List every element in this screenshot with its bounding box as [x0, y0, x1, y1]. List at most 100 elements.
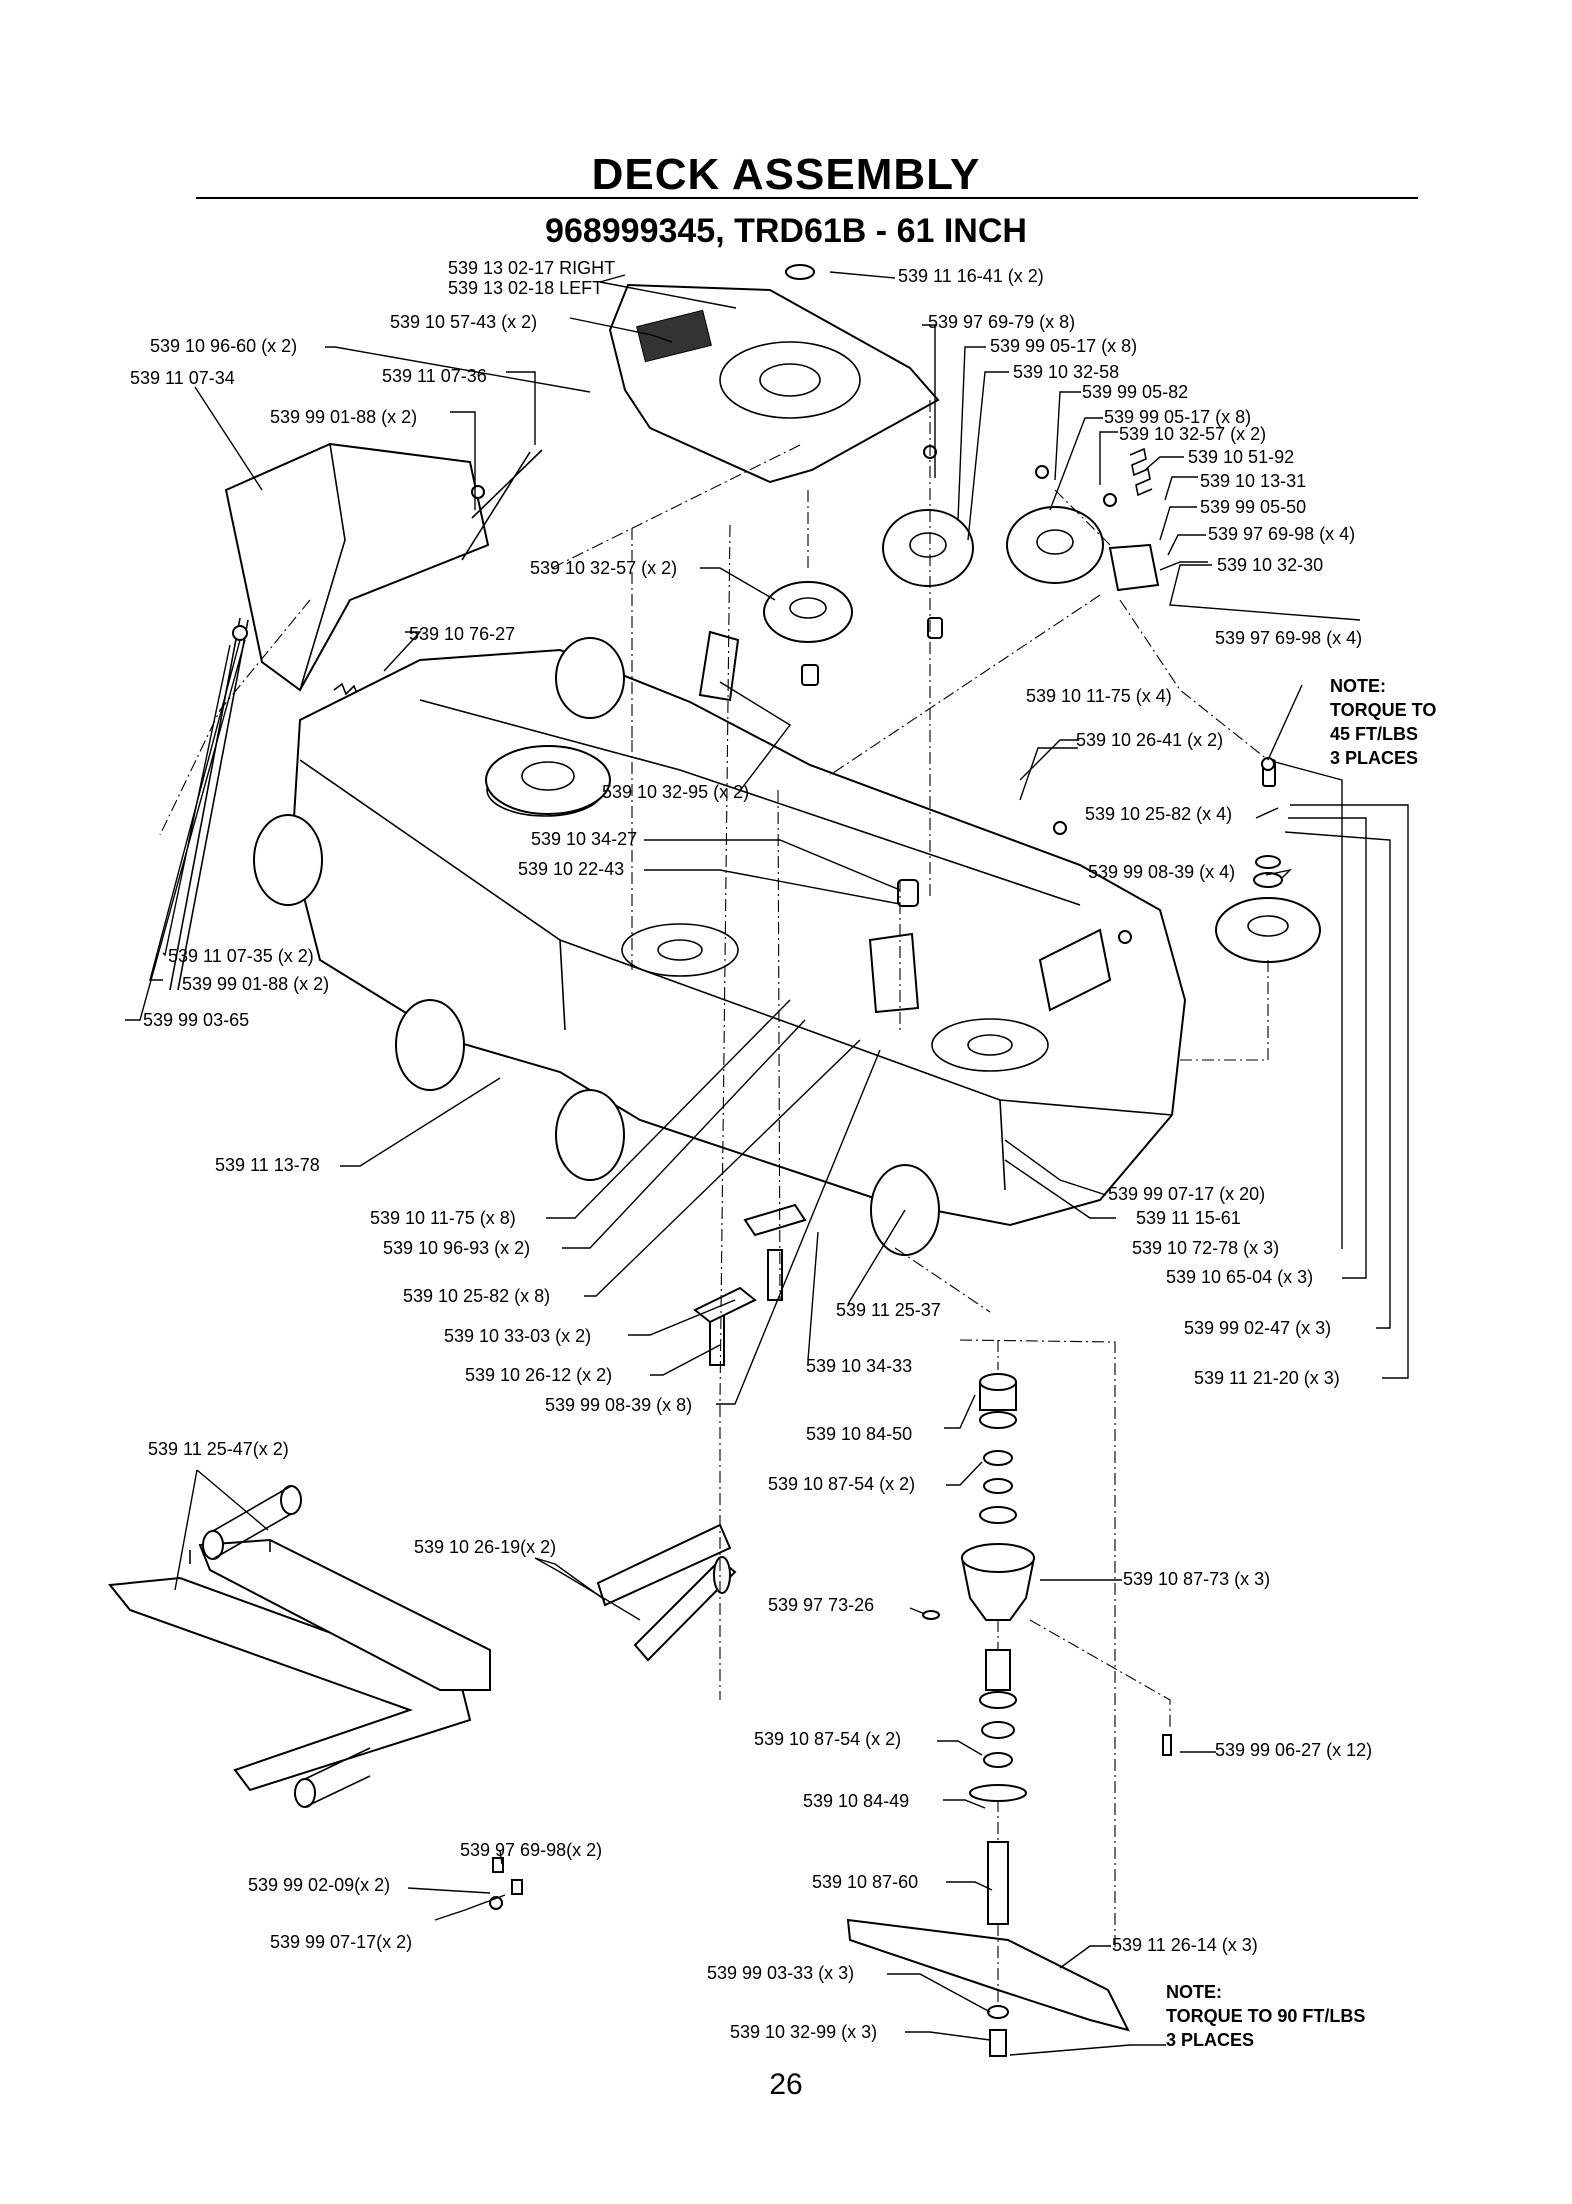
page-number: 26	[769, 2068, 803, 2101]
torque-note-lower: NOTE: TORQUE TO 90 FT/LBS 3 PLACES	[1166, 1982, 1365, 2050]
spindle-hole-right	[931, 1018, 1049, 1072]
part-callout: 539 10 96-60 (x 2)	[150, 336, 297, 356]
torque-note-upper: NOTE: TORQUE TO 45 FT/LBS 3 PLACES	[1330, 676, 1436, 768]
part-callout: 539 11 07-34	[130, 368, 235, 388]
leader-lines	[125, 271, 1409, 2056]
part-callout: 539 10 32-95 (x 2)	[602, 782, 749, 802]
part-callout: 539 11 25-47(x 2)	[148, 1439, 289, 1459]
part-callout: 539 11 16-41 (x 2)	[898, 266, 1044, 286]
note-line: 3 PLACES	[1166, 2030, 1254, 2050]
part-callout: 539 97 69-98 (x 4)	[1215, 628, 1362, 648]
part-callout: 539 10 34-33	[806, 1356, 912, 1376]
part-callout: 539 10 96-93 (x 2)	[383, 1238, 530, 1258]
part-callout: 539 10 84-50	[806, 1424, 912, 1444]
part-callout: 539 97 69-98(x 2)	[460, 1840, 602, 1860]
part-callout: 539 11 07-36	[382, 366, 487, 386]
part-callout: 539 10 76-27	[409, 624, 515, 644]
part-callout: 539 10 87-60	[812, 1872, 918, 1892]
part-callout: 539 99 01-88 (x 2)	[270, 407, 417, 427]
part-callout: 539 11 26-14 (x 3)	[1112, 1935, 1258, 1955]
part-callout: 539 10 11-75 (x 8)	[370, 1208, 516, 1228]
tension-spring	[1129, 447, 1153, 497]
part-callout: 539 11 21-20 (x 3)	[1194, 1368, 1340, 1388]
part-callout: 539 10 32-99 (x 3)	[730, 2022, 877, 2042]
deck-hanger-bracket	[108, 1576, 472, 1792]
part-callout: 539 99 07-17(x 2)	[270, 1932, 412, 1952]
part-callout: 539 10 32-57 (x 2)	[530, 558, 677, 578]
part-callout: 539 99 01-88 (x 2)	[182, 974, 329, 994]
part-callout: 539 10 34-27	[531, 829, 637, 849]
part-callout: 539 99 06-27 (x 12)	[1215, 1740, 1372, 1760]
part-callout: 539 13 02-17 RIGHT	[448, 258, 615, 278]
part-callout: 539 10 26-41 (x 2)	[1076, 730, 1223, 750]
part-callout: 539 99 05-82	[1082, 382, 1188, 402]
deck-wheel	[555, 637, 625, 719]
title-rule	[196, 197, 1418, 199]
part-callout: 539 11 13-78	[215, 1155, 320, 1175]
spindle-cap	[785, 264, 815, 280]
part-callout: 539 99 08-39 (x 4)	[1088, 862, 1235, 882]
part-callout: 539 97 69-79 (x 8)	[928, 312, 1075, 332]
deck-wheel	[395, 999, 465, 1091]
part-callout: 539 10 13-31	[1200, 471, 1306, 491]
part-callout: 539 10 26-12 (x 2)	[465, 1365, 612, 1385]
model-subtitle: 968999345, TRD61B - 61 INCH	[545, 212, 1027, 250]
note-line: NOTE:	[1166, 1982, 1222, 2002]
part-callout: 539 10 51-92	[1188, 447, 1294, 467]
part-callout: 539 10 84-49	[803, 1791, 909, 1811]
deck-wheel	[253, 814, 323, 906]
part-callout: 539 10 26-19(x 2)	[414, 1537, 556, 1557]
part-callout: 539 97 69-98 (x 4)	[1208, 524, 1355, 544]
part-callout: 539 99 02-47 (x 3)	[1184, 1318, 1331, 1338]
part-callout: 539 10 32-57 (x 2)	[1119, 424, 1266, 444]
part-callout: 539 10 87-73 (x 3)	[1123, 1569, 1270, 1589]
part-callouts: 539 13 02-17 RIGHT 539 13 02-18 LEFT 539…	[130, 258, 1372, 2042]
part-callout: 539 99 05-17 (x 8)	[1104, 407, 1251, 427]
discharge-chute	[224, 442, 490, 692]
part-callout: 539 99 03-65	[143, 1010, 249, 1030]
part-callout: 539 99 08-39 (x 8)	[545, 1395, 692, 1415]
idler-bracket	[1108, 543, 1160, 592]
part-callout: 539 13 02-18 LEFT	[448, 278, 603, 298]
spindle-hole-center	[621, 923, 739, 977]
cover-spindle-hole	[719, 341, 861, 419]
note-line: 45 FT/LBS	[1330, 724, 1418, 744]
part-callout: 539 11 25-37	[836, 1300, 941, 1320]
note-line: TORQUE TO	[1330, 700, 1436, 720]
part-callout: 539 10 33-03 (x 2)	[444, 1326, 591, 1346]
mower-blade	[846, 1918, 1130, 2032]
part-callout: 539 99 03-33 (x 3)	[707, 1963, 854, 1983]
pulley	[882, 509, 974, 587]
note-line: TORQUE TO 90 FT/LBS	[1166, 2006, 1365, 2026]
part-callout: 539 10 32-30	[1217, 555, 1323, 575]
part-callout: 539 99 05-50	[1200, 497, 1306, 517]
height-bracket	[868, 932, 920, 1014]
part-callout: 539 10 72-78 (x 3)	[1132, 1238, 1279, 1258]
part-callout: 539 99 02-09(x 2)	[248, 1875, 390, 1895]
part-callout: 539 10 65-04 (x 3)	[1166, 1267, 1313, 1287]
note-line: 3 PLACES	[1330, 748, 1418, 768]
part-callout: 539 10 25-82 (x 4)	[1085, 804, 1232, 824]
pulley	[763, 581, 853, 643]
pulley	[1006, 506, 1104, 584]
part-callout: 539 99 05-17 (x 8)	[990, 336, 1137, 356]
pulley	[485, 745, 611, 815]
part-callout: 539 11 15-61	[1136, 1208, 1241, 1228]
part-callout: 539 10 25-82 (x 8)	[403, 1286, 550, 1306]
spindle-assembly	[960, 1373, 1036, 2057]
pulley	[1215, 897, 1321, 963]
part-callout: 539 10 11-75 (x 4)	[1026, 686, 1172, 706]
part-callout: 539 10 87-54 (x 2)	[768, 1474, 915, 1494]
drawing	[108, 264, 1321, 2057]
part-callout: 539 10 32-58	[1013, 362, 1119, 382]
part-callout: 539 11 07-35 (x 2)	[168, 946, 314, 966]
mower-deck	[290, 648, 1187, 1227]
deck-wheel	[555, 1089, 625, 1181]
part-callout: 539 10 57-43 (x 2)	[390, 312, 537, 332]
note-line: NOTE:	[1330, 676, 1386, 696]
deck-cover-plate	[608, 283, 940, 484]
part-callout: 539 97 73-26	[768, 1595, 874, 1615]
part-callout: 539 10 22-43	[518, 859, 624, 879]
